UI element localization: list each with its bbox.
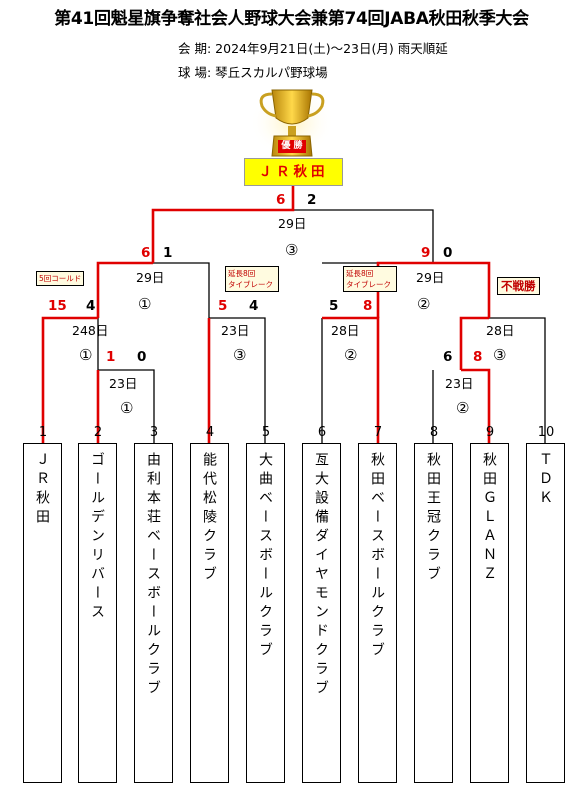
team-box-8: 秋田王冠クラブ bbox=[414, 443, 453, 783]
r1-right-date: 23日 bbox=[445, 376, 474, 391]
semi-right-date: 29日 bbox=[416, 270, 445, 285]
team-box-9: 秋田ＧＬＡＮＺ bbox=[470, 443, 509, 783]
team-name-6: 亙大設備ダイヤモンドクラブ bbox=[313, 452, 329, 699]
tournament-venue: 球 場: 琴丘スカルパ野球場 bbox=[178, 65, 328, 80]
qf3-note: 延長8回 タイブレーク bbox=[343, 266, 397, 292]
semi-left-score-right: 1 bbox=[163, 245, 173, 261]
qf4-score-left: 6 bbox=[443, 349, 453, 365]
team-name-2: ゴールデンリバース bbox=[89, 452, 105, 623]
champion-name: ＪＲ秋田 bbox=[244, 158, 343, 186]
team-number-10: 10 bbox=[537, 425, 555, 440]
team-name-4: 能代松陵クラブ bbox=[201, 452, 217, 585]
team-name-8: 秋田王冠クラブ bbox=[425, 452, 441, 585]
team-number-5: 5 bbox=[261, 425, 271, 440]
final-score-right: 2 bbox=[307, 192, 317, 208]
team-box-6: 亙大設備ダイヤモンドクラブ bbox=[302, 443, 341, 783]
team-name-1: ＪＲ秋田 bbox=[34, 452, 50, 528]
team-number-1: 1 bbox=[38, 425, 48, 440]
team-name-3: 由利本荘ベースボールクラブ bbox=[145, 452, 161, 699]
r1-left-date: 23日 bbox=[109, 376, 138, 391]
qf2-note: 延長8回 タイブレーク bbox=[225, 266, 279, 292]
r1-left-game-no: ① bbox=[120, 399, 134, 417]
semi-right-game-no: ② bbox=[417, 295, 431, 313]
tournament-period: 会 期: 2024年9月21日(土)～23日(月) 雨天順延 bbox=[178, 41, 448, 56]
qf1-game-no: ① bbox=[79, 346, 93, 364]
qf3-note-line1: 延長8回 bbox=[346, 269, 374, 278]
qf3-score-right: 8 bbox=[363, 298, 373, 314]
team-number-3: 3 bbox=[149, 425, 159, 440]
team-name-5: 大曲ベースボールクラブ bbox=[257, 452, 273, 661]
qf3-game-no: ② bbox=[344, 346, 358, 364]
page-title: 第41回魁星旗争奪社会人野球大会兼第74回JABA秋田秋季大会 bbox=[54, 9, 529, 29]
r1-right-game-no: ② bbox=[456, 399, 470, 417]
team-box-5: 大曲ベースボールクラブ bbox=[246, 443, 285, 783]
team-box-3: 由利本荘ベースボールクラブ bbox=[134, 443, 173, 783]
team-number-9: 9 bbox=[485, 425, 495, 440]
qf2-score-right: 4 bbox=[249, 298, 259, 314]
qf2-note-line1: 延長8回 bbox=[228, 269, 256, 278]
bracket-lines-black bbox=[43, 209, 546, 443]
r1-left-score-right: 0 bbox=[137, 349, 147, 365]
semi-left-score-left: 6 bbox=[141, 245, 151, 261]
team-box-4: 能代松陵クラブ bbox=[190, 443, 229, 783]
team-number-6: 6 bbox=[317, 425, 327, 440]
team-box-1: ＪＲ秋田 bbox=[23, 443, 62, 783]
team-box-2: ゴールデンリバース bbox=[78, 443, 117, 783]
bracket-lines-winner bbox=[41, 186, 491, 443]
team-number-7: 7 bbox=[373, 425, 383, 440]
qf4-date: 28日 bbox=[486, 323, 515, 338]
semi-left-game-no: ① bbox=[138, 295, 152, 313]
qf4-game-no: ③ bbox=[493, 346, 507, 364]
qf1-note: 5回コールド bbox=[36, 271, 85, 286]
qf1-date: 248日 bbox=[72, 323, 109, 338]
qf3-score-left: 5 bbox=[329, 298, 339, 314]
semi-right-score-left: 9 bbox=[421, 245, 431, 261]
qf2-game-no: ③ bbox=[233, 346, 247, 364]
team-box-7: 秋田ベースボールクラブ bbox=[358, 443, 397, 783]
team-name-10: ＴＤＫ bbox=[537, 452, 553, 509]
r1-left-score-left: 1 bbox=[106, 349, 116, 365]
qf4-note: 不戦勝 bbox=[497, 277, 540, 295]
team-number-4: 4 bbox=[205, 425, 215, 440]
trophy-icon bbox=[250, 86, 334, 158]
team-number-8: 8 bbox=[429, 425, 439, 440]
semi-left-date: 29日 bbox=[136, 270, 165, 285]
qf2-note-line2: タイブレーク bbox=[228, 280, 273, 289]
final-game-no: ③ bbox=[285, 241, 299, 259]
qf2-date: 23日 bbox=[221, 323, 250, 338]
final-score-left: 6 bbox=[276, 192, 286, 208]
qf2-score-left: 5 bbox=[218, 298, 228, 314]
final-date: 29日 bbox=[278, 216, 307, 231]
semi-right-score-right: 0 bbox=[443, 245, 453, 261]
trophy-label: 優 勝 bbox=[281, 141, 303, 151]
team-number-2: 2 bbox=[93, 425, 103, 440]
qf1-score-right: 4 bbox=[86, 298, 96, 314]
team-box-10: ＴＤＫ bbox=[526, 443, 565, 783]
qf1-score-left: 15 bbox=[48, 298, 67, 314]
qf3-date: 28日 bbox=[331, 323, 360, 338]
team-name-9: 秋田ＧＬＡＮＺ bbox=[481, 452, 497, 585]
team-name-7: 秋田ベースボールクラブ bbox=[369, 452, 385, 661]
qf4-score-right: 8 bbox=[473, 349, 483, 365]
qf3-note-line2: タイブレーク bbox=[346, 280, 391, 289]
